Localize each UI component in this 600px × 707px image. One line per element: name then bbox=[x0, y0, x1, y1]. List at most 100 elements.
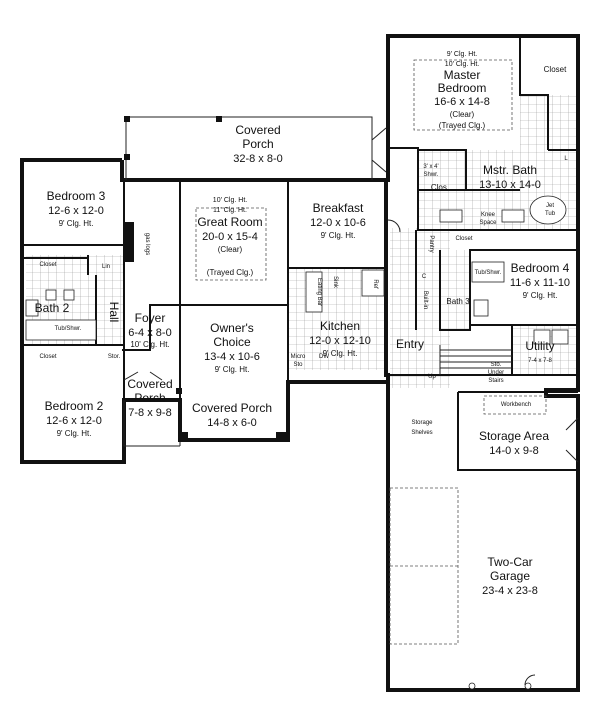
front-porch-dims: 14-8 x 6-0 bbox=[207, 417, 257, 429]
utility-name: Utility bbox=[525, 339, 554, 353]
garage-door-marker bbox=[524, 682, 532, 690]
bath2-closet2: Closet bbox=[39, 354, 56, 360]
owners-choice-name2: Choice bbox=[213, 335, 251, 349]
bedroom3-clg: 9' Clg. Ht. bbox=[59, 219, 94, 228]
dw-label: DW bbox=[319, 354, 329, 360]
micro-label: Micro bbox=[291, 354, 306, 360]
bedroom2-clg: 9' Clg. Ht. bbox=[57, 429, 92, 438]
stairs bbox=[439, 345, 512, 375]
exterior-wall-left bbox=[20, 158, 386, 464]
under-stairs-stairs: Stairs bbox=[488, 378, 503, 384]
back-porch-name1: Covered bbox=[235, 123, 280, 137]
knee-label: Knee bbox=[481, 212, 496, 218]
master-closet-label: Closet bbox=[544, 65, 567, 74]
breakfast-name: Breakfast bbox=[313, 201, 364, 215]
bedroom4-clg: 9' Clg. Ht. bbox=[523, 291, 558, 300]
tray-ceiling-outline bbox=[413, 59, 513, 131]
porch-post bbox=[216, 116, 222, 122]
great-room-dims: 20-0 x 15-4 bbox=[202, 231, 258, 243]
great-room-note2: (Trayed Clg.) bbox=[207, 268, 254, 277]
small-porch-dims: 7-8 x 9-8 bbox=[128, 407, 171, 419]
sink-label: Sink bbox=[332, 276, 338, 289]
bath3-name: Bath 3 bbox=[446, 297, 470, 306]
ref-label: Ref bbox=[372, 279, 378, 289]
front-porch-name: Covered Porch bbox=[192, 401, 272, 415]
back-porch-dims: 32-8 x 8-0 bbox=[233, 153, 283, 165]
great-room-note1: (Clear) bbox=[218, 245, 243, 254]
small-porch-name2: Porch bbox=[134, 391, 165, 405]
master-clg-top: 9' Clg. Ht. bbox=[447, 51, 478, 58]
great-room-clg1: 10' Clg. Ht. bbox=[213, 197, 247, 204]
master-name1: Master bbox=[444, 68, 481, 82]
bath2-name: Bath 2 bbox=[35, 301, 70, 315]
bath3-tub-label: Tub/Shwr. bbox=[475, 270, 502, 276]
owners-choice-name1: Owner's bbox=[210, 321, 254, 335]
foyer-name: Foyer bbox=[135, 311, 166, 325]
fireplace bbox=[124, 222, 134, 262]
porch-post bbox=[124, 154, 130, 160]
tray-ceiling-outline bbox=[195, 207, 267, 281]
owners-choice-dims: 13-4 x 10-6 bbox=[204, 351, 260, 363]
door-swings bbox=[123, 127, 579, 686]
master-dims: 16-6 x 14-8 bbox=[434, 96, 490, 108]
bedroom3-name: Bedroom 3 bbox=[47, 189, 106, 203]
master-clg-top2: 10' Clg. Ht. bbox=[445, 61, 479, 68]
built-in-label: Built-in bbox=[422, 291, 428, 309]
lin-label: Lin bbox=[102, 264, 110, 270]
garage-door-marker bbox=[468, 682, 476, 690]
master-name2: Bedroom bbox=[438, 81, 487, 95]
shower-size: 3' x 4' bbox=[423, 164, 438, 170]
garage-dims: 23-4 x 23-8 bbox=[482, 585, 538, 597]
master-bath-name: Mstr. Bath bbox=[483, 163, 537, 177]
bath3-c: C bbox=[422, 274, 427, 280]
bedroom4-name: Bedroom 4 bbox=[511, 261, 570, 275]
under-stairs-sto: Sto. bbox=[491, 362, 502, 368]
storage-area-dims: 14-0 x 9-8 bbox=[489, 445, 539, 457]
bedroom2-name: Bedroom 2 bbox=[45, 399, 104, 413]
storage-shelves1: Storage bbox=[411, 420, 433, 426]
master-note1: (Clear) bbox=[450, 110, 475, 119]
back-porch-name2: Porch bbox=[242, 137, 273, 151]
master-bath-clos: Clos. bbox=[431, 183, 449, 192]
gas-logs-label: gas logs bbox=[144, 233, 150, 255]
bedroom2-dims: 12-6 x 12-0 bbox=[46, 415, 102, 427]
storage-shelves2: Shelves bbox=[411, 430, 432, 436]
eating-bar-label: Eating Bar bbox=[316, 278, 322, 306]
owners-choice-clg: 9' Clg. Ht. bbox=[215, 365, 250, 374]
stor-label: Stor. bbox=[108, 354, 121, 360]
hall-label: Hall bbox=[107, 302, 121, 323]
back-porch-outline bbox=[125, 116, 373, 180]
utility-dims: 7-4 x 7-8 bbox=[528, 358, 552, 364]
storage-area-name: Storage Area bbox=[479, 429, 549, 443]
under-stairs-under: Under bbox=[488, 370, 504, 376]
bath3-tile bbox=[440, 250, 470, 330]
porch-post bbox=[124, 116, 130, 122]
fixtures bbox=[25, 195, 569, 345]
breakfast-dims: 12-0 x 10-6 bbox=[310, 217, 366, 229]
bath2-closet: Closet bbox=[39, 262, 56, 268]
shower-label: Shwr. bbox=[423, 172, 438, 178]
jet-label: Jet bbox=[546, 203, 554, 209]
space-label: Space bbox=[479, 220, 497, 226]
great-room-clg2: 11' Clg. Ht. bbox=[213, 207, 247, 214]
pantry-label: Pantry bbox=[428, 235, 434, 252]
porch-post bbox=[178, 432, 188, 442]
garage-name1: Two-Car bbox=[487, 555, 532, 569]
kitchen-dims: 12-0 x 12-10 bbox=[309, 335, 371, 347]
foyer-dims: 6-4 x 8-0 bbox=[128, 327, 171, 339]
kitchen-clg: 9' Clg. Ht. bbox=[323, 349, 358, 358]
master-bath-l: L bbox=[564, 156, 568, 162]
foyer-clg: 10' Clg. Ht. bbox=[130, 340, 169, 349]
small-porch-name1: Covered bbox=[127, 377, 172, 391]
entry-up: Up bbox=[428, 374, 436, 380]
workbench-outline bbox=[483, 395, 547, 415]
exterior-wall-top bbox=[120, 160, 388, 182]
garage-name2: Garage bbox=[490, 569, 530, 583]
kitchen-sto-label: Sto bbox=[293, 362, 303, 368]
jet-tub-label: Tub bbox=[545, 211, 556, 217]
bedroom4-dims: 11-6 x 11-10 bbox=[510, 277, 570, 289]
breakfast-clg: 9' Clg. Ht. bbox=[321, 231, 356, 240]
workbench-label: Workbench bbox=[501, 402, 531, 408]
master-bath-dims: 13-10 x 14-0 bbox=[479, 179, 541, 191]
